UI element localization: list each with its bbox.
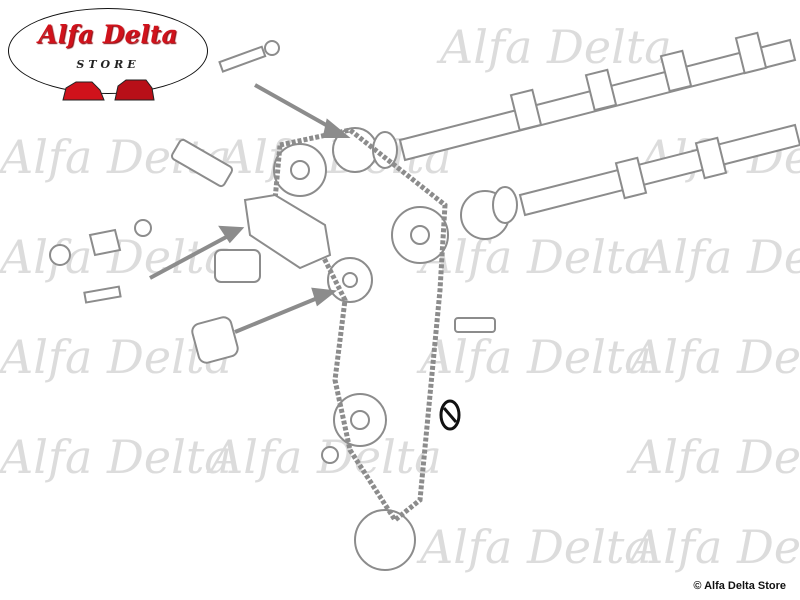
store-logo[interactable]: Alfa Delta STORE <box>8 8 208 101</box>
lock-plate[interactable] <box>88 228 122 257</box>
logo-brand: Alfa Delta <box>38 20 178 49</box>
nut[interactable] <box>49 244 71 266</box>
logo-ellipse <box>8 8 208 94</box>
watermark: Alfa Delta <box>420 520 652 574</box>
washer[interactable] <box>264 40 280 56</box>
intake-camshaft[interactable] <box>398 31 797 162</box>
watermark: Alfa Delta <box>640 230 800 284</box>
washer[interactable] <box>134 219 152 237</box>
bolt[interactable] <box>218 45 267 73</box>
watermark: Alfa Delta <box>630 430 800 484</box>
watermark: Alfa Delta <box>630 330 800 384</box>
watermark: Alfa Delta <box>440 20 672 74</box>
watermark: Alfa Delta <box>630 520 800 574</box>
exhaust-camshaft[interactable] <box>518 123 800 217</box>
tensioner-bushing[interactable] <box>214 249 261 283</box>
logo-subtitle: STORE <box>76 58 140 71</box>
watermark: Alfa Delta <box>0 430 232 484</box>
chain-tensioner[interactable] <box>243 193 332 270</box>
car-icons <box>62 79 155 101</box>
chain-link[interactable] <box>454 317 496 333</box>
tensioner-sleeve[interactable] <box>191 316 240 365</box>
tensioner-spring[interactable] <box>170 138 234 188</box>
chain-tensioner-washer-highlighted[interactable] <box>439 399 461 431</box>
copyright-notice: © Alfa Delta Store <box>693 580 786 592</box>
bolt[interactable] <box>83 285 122 304</box>
watermark: Alfa Delta <box>420 230 652 284</box>
crankshaft-pulley[interactable] <box>354 509 416 571</box>
watermark: Alfa Delta <box>420 330 652 384</box>
